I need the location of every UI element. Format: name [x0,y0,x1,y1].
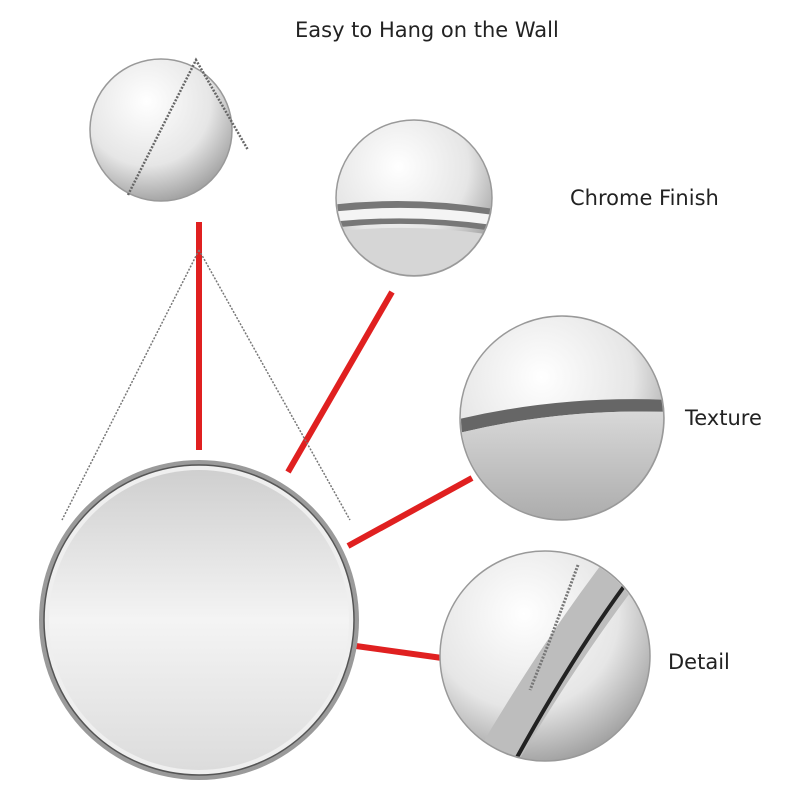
edge-detail-circle [439,550,651,762]
main-mirror [39,460,359,780]
hang-detail-circle [89,57,250,202]
connector-texture [346,475,474,549]
label-chrome-finish: Chrome Finish [570,186,719,210]
label-detail: Detail [668,650,730,674]
chrome-detail-circle [335,119,493,277]
label-easy-to-hang: Easy to Hang on the Wall [295,18,559,42]
connector-detail [355,643,443,661]
connector-chrome [285,290,395,474]
label-texture: Texture [685,406,762,430]
texture-detail-circle [459,315,665,521]
connector-lines [196,222,474,661]
hanging-chain [61,249,351,521]
